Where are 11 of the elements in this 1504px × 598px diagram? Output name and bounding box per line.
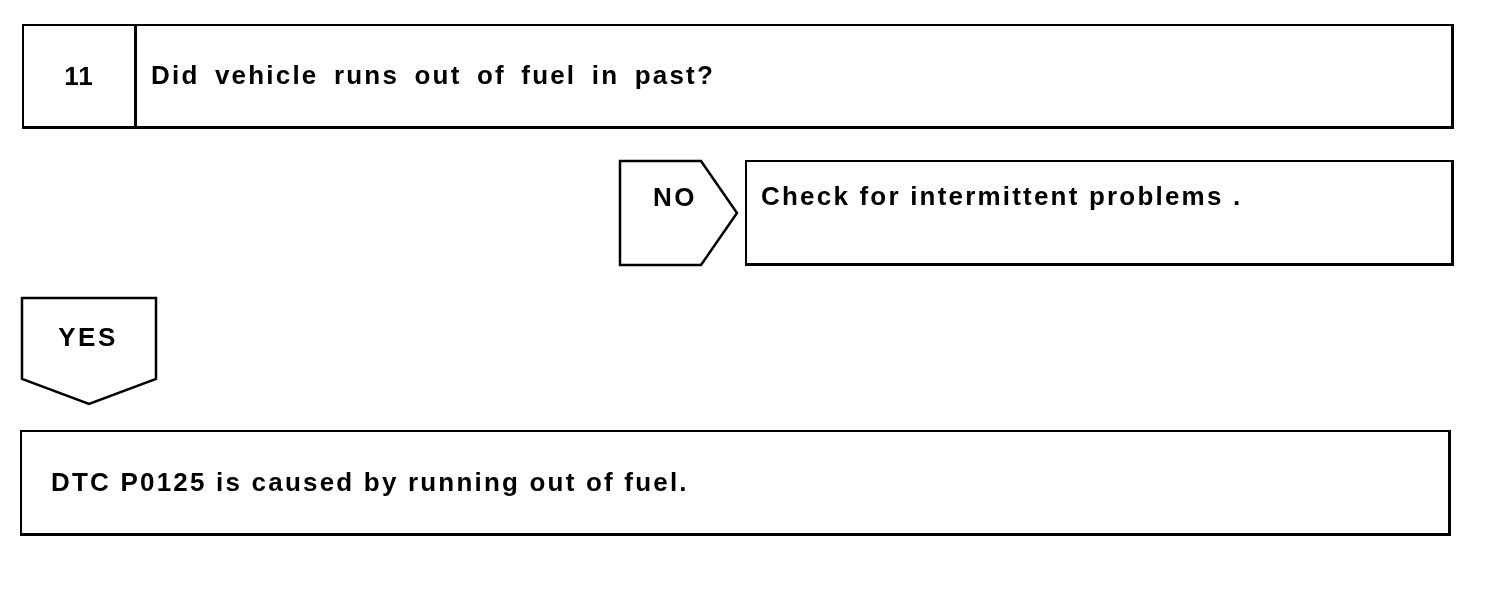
result-text: DTC P0125 is caused by running out of fuel. (50, 466, 689, 499)
step-box (22, 24, 1454, 129)
branch-tag (619, 160, 738, 266)
result-text: Check for intermittent problems . (760, 180, 1243, 213)
step-number: 11 (24, 26, 137, 126)
result-box (20, 430, 1451, 536)
result-box (745, 160, 1454, 266)
question-text: Did vehicle runs out of fuel in past? (150, 60, 715, 92)
branch-label: NO (653, 182, 697, 214)
branch-label: YES (58, 322, 118, 354)
branch-tag (21, 297, 157, 405)
